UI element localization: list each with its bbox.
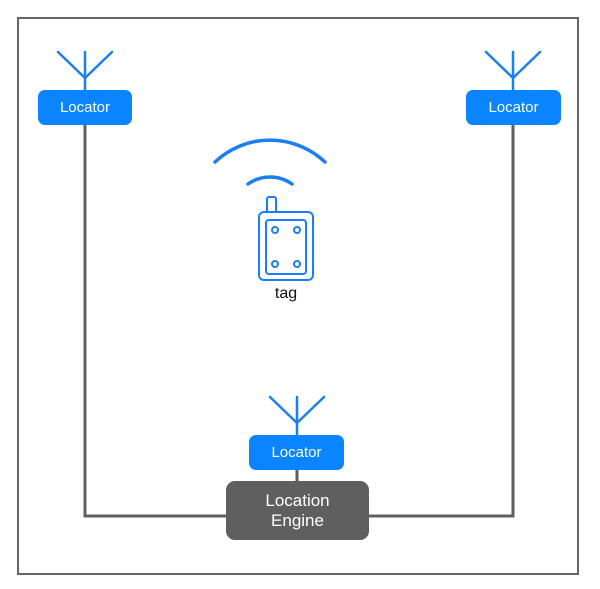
- tag-device-icon: [258, 196, 314, 281]
- locator-top-left: Locator: [38, 90, 132, 125]
- antenna-icon: [56, 50, 114, 93]
- locator-label: Locator: [488, 99, 539, 116]
- tag-label: tag: [274, 285, 298, 302]
- connection-wires: [83, 124, 515, 518]
- engine-label-line1: Location: [265, 490, 330, 510]
- locator-label: Locator: [271, 444, 322, 461]
- wire-left: [83, 124, 226, 518]
- wire-right: [368, 124, 515, 518]
- antenna-icon: [484, 50, 542, 93]
- antenna-icon: [268, 395, 326, 438]
- wifi-signal-icon: [213, 138, 327, 186]
- engine-label-line2: Engine: [271, 510, 324, 530]
- location-engine-box: Location Engine: [226, 481, 369, 540]
- locator-bottom-center: Locator: [249, 435, 344, 470]
- locator-label: Locator: [59, 99, 111, 116]
- outer-frame: [17, 17, 579, 575]
- locator-top-right: Locator: [466, 90, 561, 125]
